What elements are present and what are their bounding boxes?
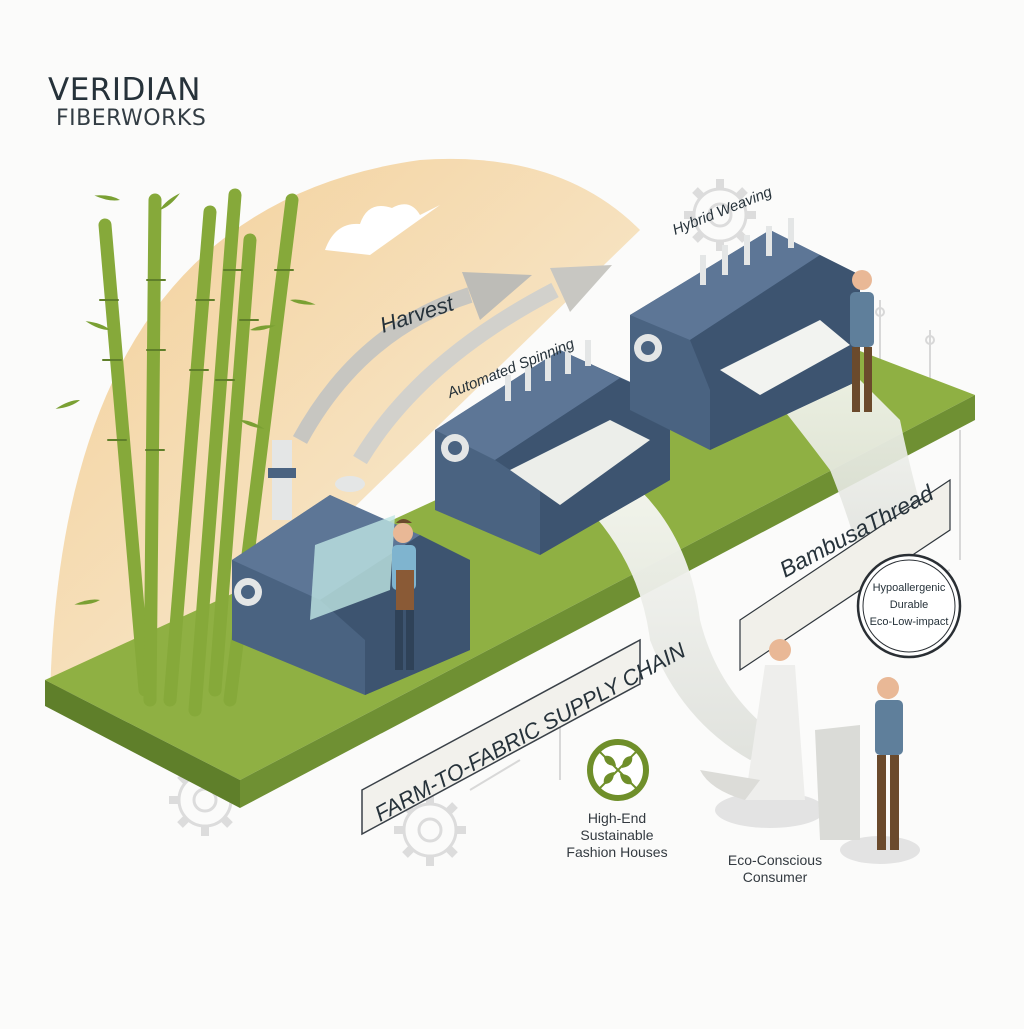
grass-platform bbox=[45, 330, 975, 808]
properties-badge: Hypoallergenic Durable Eco-Low-impact bbox=[856, 553, 962, 659]
property-durable: Durable bbox=[890, 599, 929, 611]
arrow-up-right-icon bbox=[353, 265, 612, 465]
fashion-houses-line1: High-End bbox=[588, 810, 646, 826]
brand-name-line1: VERIDIAN bbox=[48, 72, 201, 108]
hologram-screen bbox=[310, 515, 395, 620]
brand-logo: VERIDIAN FIBERWORKS bbox=[48, 74, 206, 132]
property-eco: Eco-Low-impact bbox=[870, 616, 949, 628]
worker-harvest bbox=[392, 519, 416, 670]
stage-label-weaving: Hybrid Weaving bbox=[670, 183, 775, 239]
consumer-label: Eco-Conscious Consumer bbox=[728, 852, 822, 885]
consumer-line2: Consumer bbox=[743, 869, 808, 885]
leaf-circle-icon bbox=[587, 739, 649, 801]
brand-name-line2: FIBERWORKS bbox=[56, 106, 207, 131]
fashion-houses-line3: Fashion Houses bbox=[566, 844, 667, 860]
fabric-flow bbox=[580, 370, 930, 760]
cloud-icon bbox=[325, 204, 440, 255]
worker-weaving bbox=[850, 270, 874, 412]
weaving-machine bbox=[630, 218, 860, 450]
arrow-up-right-icon bbox=[292, 272, 532, 444]
property-hypoallergenic: Hypoallergenic bbox=[873, 582, 946, 594]
consumer-figures bbox=[700, 639, 920, 864]
spinning-machine bbox=[435, 340, 670, 555]
fashion-houses-line2: Sustainable bbox=[580, 827, 653, 843]
fashion-houses-label: High-End Sustainable Fashion Houses bbox=[566, 810, 667, 860]
consumer-line1: Eco-Conscious bbox=[728, 852, 822, 868]
